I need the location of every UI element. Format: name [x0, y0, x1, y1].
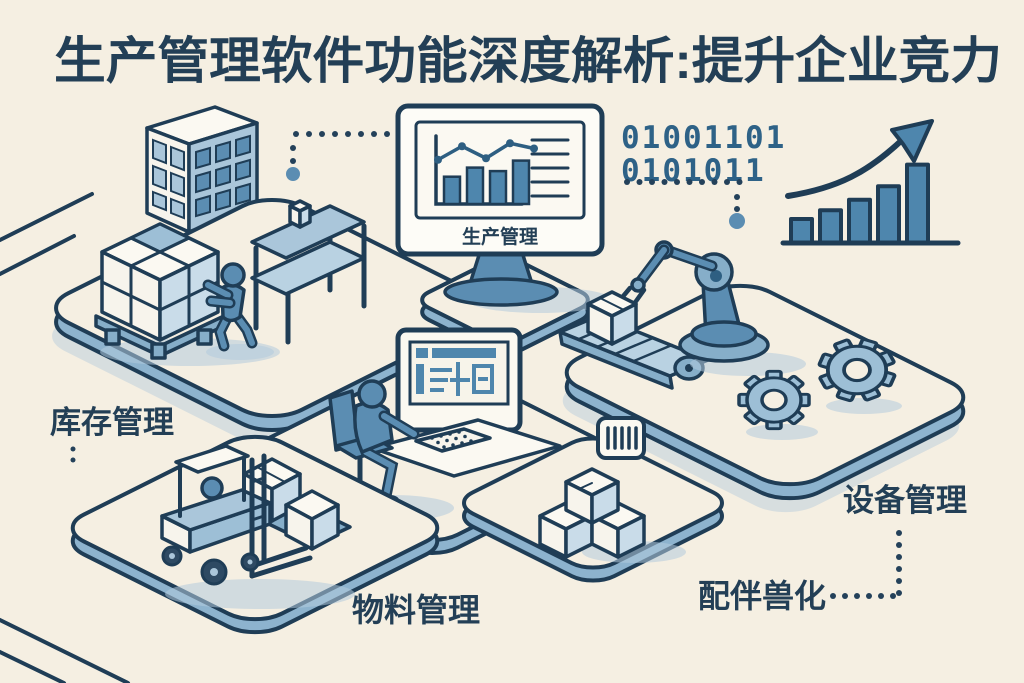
monitor-label: 生产管理: [462, 225, 538, 248]
binary-connector-dots-v: [734, 194, 740, 212]
box-on-conveyor: [586, 290, 638, 346]
label-inventory: 库存管理: [50, 405, 174, 440]
monitor-list-lines: [530, 138, 570, 198]
label-material: 物料管理: [352, 592, 480, 628]
inventory-label-dots: [70, 446, 76, 463]
warehouse-worker: [202, 262, 274, 360]
building-connector-dots-h: [293, 131, 390, 137]
building-connector-dots-v: [290, 145, 296, 164]
parts-label-dots: [830, 593, 896, 599]
corridor-lines-bottom-left: [0, 618, 130, 683]
monitor-trend-line: [434, 139, 538, 164]
binary-line-2: 0101011: [621, 153, 766, 189]
gears-icon: [737, 337, 902, 440]
binary-connector-node: [729, 213, 745, 229]
desk-surface: [370, 418, 562, 478]
forklift: [160, 444, 313, 586]
label-parts: 配伴兽化: [698, 578, 826, 614]
binary-code: 01001101 0101011: [621, 120, 786, 189]
growth-chart-icon: [780, 119, 961, 246]
monitor-bars: [442, 159, 531, 206]
keyboard-keys: [430, 430, 473, 449]
robot-arm: [617, 240, 806, 376]
corridor-lines-top-left: [0, 192, 94, 276]
growth-bars: [789, 162, 930, 246]
storage-rack: [250, 199, 367, 345]
forklift-roof: [174, 444, 250, 474]
forklift-seat: [200, 476, 224, 500]
binary-line-1: 01001101: [621, 120, 786, 156]
label-equipment: 设备管理: [843, 483, 967, 518]
production-monitor: 生产管理: [395, 103, 612, 313]
forklift-wheels: [161, 545, 260, 586]
page-title: 生产管理软件功能深度解析:提升企业竞力: [54, 33, 1002, 89]
stacked-boxes: [538, 467, 686, 563]
office-monitor-ui: [416, 348, 496, 396]
building-connector-node: [286, 167, 300, 181]
keyboard: [414, 427, 492, 453]
growth-arrow-head: [890, 119, 934, 163]
equipment-label-dots: [896, 530, 902, 596]
binary-connector-dots-h: [624, 179, 743, 185]
barcode-icon: [596, 416, 646, 460]
pallet-boxes: [94, 222, 280, 366]
growth-arrow-curve: [785, 137, 905, 199]
